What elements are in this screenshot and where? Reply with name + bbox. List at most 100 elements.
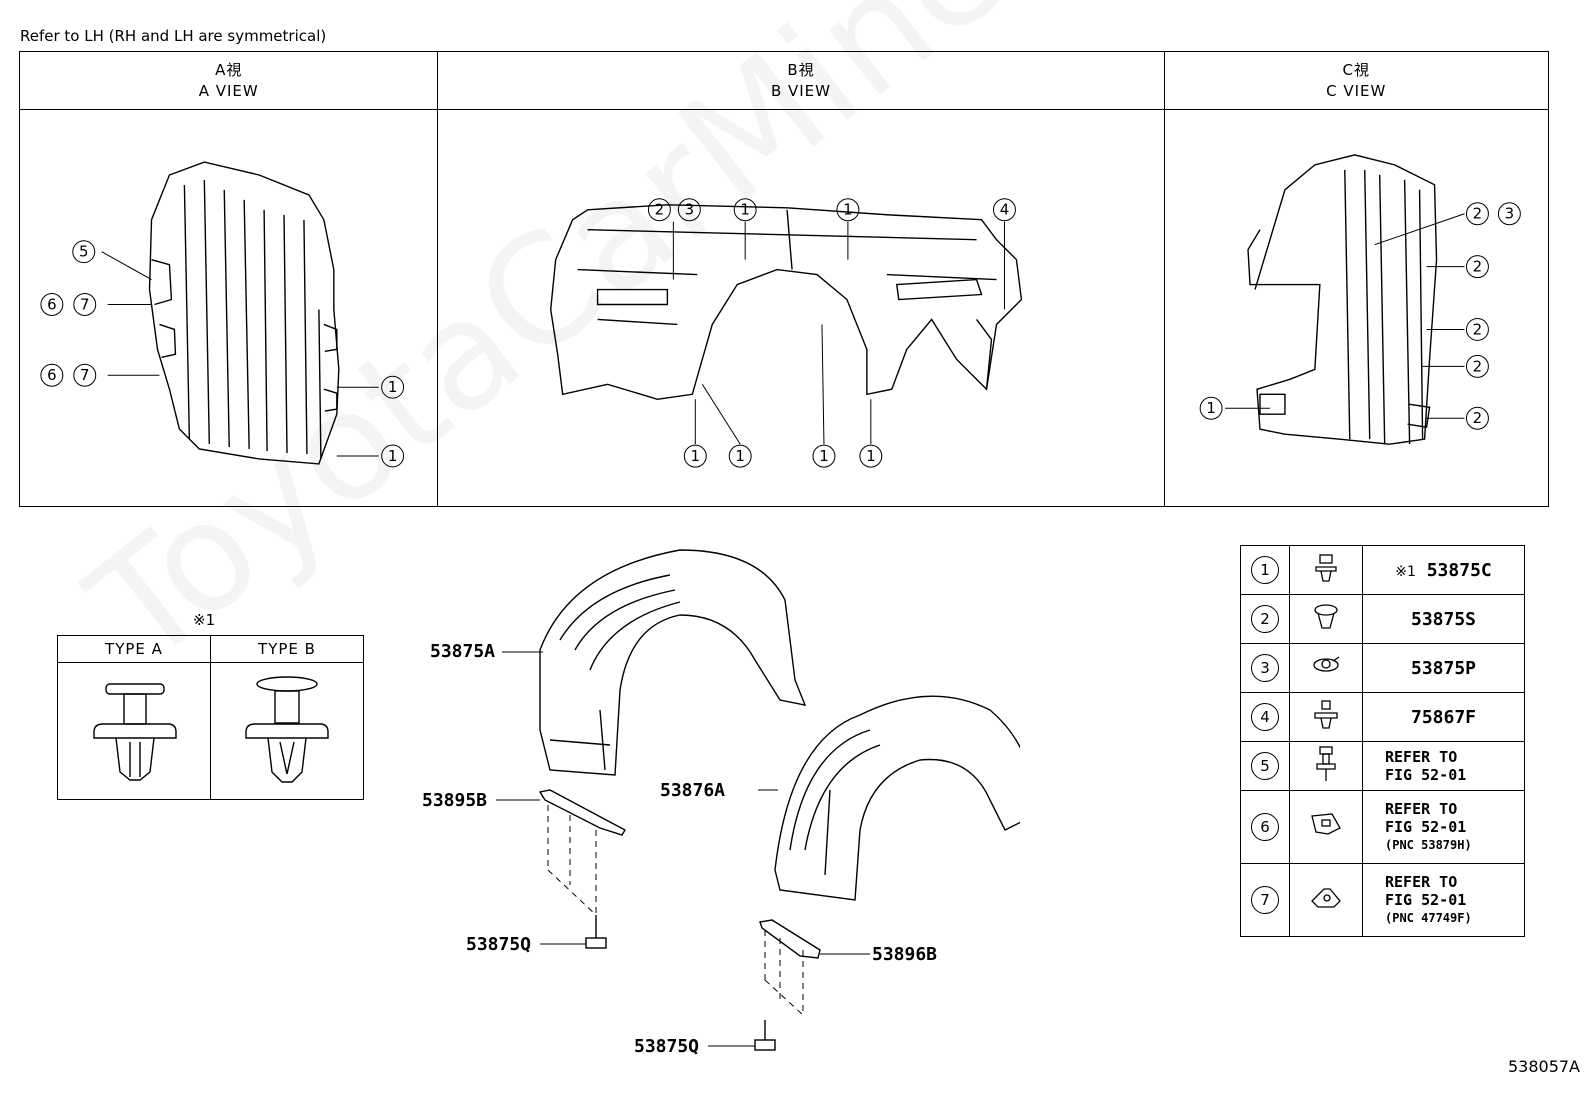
parts-exploded-drawing	[496, 549, 1020, 1051]
fastener-legend: 1 ※1 53875C 2 53875S 3 53875P 4 75867F 5…	[1240, 545, 1525, 937]
b-view-title-en: B VIEW	[770, 82, 831, 100]
callout-4: 4	[1000, 201, 1010, 219]
symmetry-note: Refer to LH (RH and LH are symmetrical)	[20, 27, 327, 45]
legend-refer: REFER TO	[1385, 748, 1458, 766]
legend-num: 5	[1251, 752, 1279, 780]
type-divider	[210, 662, 211, 799]
legend-code: 53875C	[1426, 559, 1492, 581]
screw-grommet-icon	[1314, 604, 1338, 629]
views-panel: A視 A VIEW	[19, 51, 1549, 507]
a-view: A視 A VIEW	[20, 52, 439, 506]
shield-53895B-drawing	[538, 789, 626, 836]
label-53875Q-a: 53875Q	[466, 934, 532, 955]
legend-num: 3	[1251, 654, 1279, 682]
legend-num: 2	[1251, 605, 1279, 633]
legend-num: 1	[1251, 556, 1279, 584]
c-view-svg: 2 3 2 2 2 2 1	[1199, 154, 1521, 445]
label-53896B: 53896B	[872, 944, 938, 965]
c-view-title-en: C VIEW	[1326, 82, 1387, 100]
bolt-washer-icon	[1313, 656, 1340, 672]
label-53875A: 53875A	[430, 641, 496, 662]
label-53895B: 53895B	[422, 790, 488, 811]
a-view-drawing: 5 6 7 6 7 1 1	[20, 110, 437, 506]
callout-2: 2	[1472, 205, 1482, 223]
clip-type-header: TYPE A TYPE B	[58, 636, 363, 663]
clip-icon	[1315, 554, 1337, 582]
a-view-title-jp: A視	[215, 61, 243, 79]
legend-num: 4	[1251, 703, 1279, 731]
callout-2: 2	[655, 201, 665, 219]
legend-fig: FIG 52-01	[1385, 891, 1467, 909]
type-b-clip-icon	[245, 676, 329, 783]
callout-1: 1	[820, 447, 830, 465]
callout-7: 7	[80, 366, 90, 384]
callout-2: 2	[1472, 357, 1482, 375]
bolt-53875Q-icon	[754, 1020, 776, 1051]
a-view-svg: 5 6 7 6 7 1 1	[40, 161, 405, 468]
callout-7: 7	[80, 295, 90, 313]
callout-6: 6	[47, 295, 57, 313]
legend-refer: REFER TO	[1385, 800, 1458, 818]
c-view-drawing: 2 3 2 2 2 2 1	[1165, 110, 1549, 506]
clip-nut-icon	[1311, 888, 1341, 908]
bolt-53875Q-icon	[585, 915, 607, 949]
legend-code: 75867F	[1410, 706, 1477, 728]
callout-1: 1	[844, 201, 854, 219]
callout-3: 3	[685, 201, 695, 219]
legend-row: 1 ※1 53875C	[1240, 545, 1525, 595]
type-a-clip-icon	[93, 683, 177, 781]
callout-1: 1	[388, 378, 398, 396]
legend-num: 7	[1251, 886, 1279, 914]
rivet-icon	[1316, 746, 1336, 781]
legend-fig: FIG 52-01	[1385, 766, 1467, 784]
callout-2: 2	[1472, 409, 1482, 427]
liner-53876A-drawing	[774, 695, 1020, 901]
callout-1: 1	[741, 201, 751, 219]
type-a-label: TYPE A	[58, 636, 211, 662]
callout-5: 5	[79, 243, 89, 261]
clip-type-drawings	[93, 676, 329, 783]
b-view-header: B視 B VIEW	[438, 52, 1164, 110]
b-view: B視 B VIEW	[438, 52, 1165, 506]
callout-1: 1	[1206, 399, 1216, 417]
label-53876A: 53876A	[660, 780, 726, 801]
legend-row: 4 75867F	[1240, 692, 1525, 742]
callout-2: 2	[1472, 320, 1482, 338]
callout-1: 1	[867, 447, 877, 465]
legend-code: 53875S	[1410, 608, 1477, 630]
shield-53896B-drawing	[759, 919, 821, 959]
label-53875Q-b: 53875Q	[634, 1036, 700, 1057]
callout-1: 1	[691, 447, 701, 465]
callout-2: 2	[1472, 258, 1482, 276]
callout-1: 1	[736, 447, 746, 465]
callout-6: 6	[47, 366, 57, 384]
push-clip-icon	[1314, 700, 1338, 729]
c-view-title-jp: C視	[1342, 61, 1370, 79]
a-view-title-en: A VIEW	[198, 82, 259, 100]
c-view: C視 C VIEW	[1164, 52, 1549, 506]
liner-53875A-drawing	[539, 549, 807, 776]
c-view-header: C視 C VIEW	[1164, 52, 1548, 110]
a-view-header: A視 A VIEW	[20, 52, 438, 110]
legend-fig: FIG 52-01	[1385, 818, 1467, 836]
type-b-label: TYPE B	[258, 640, 316, 658]
legend-pnc: (PNC 53879H)	[1385, 838, 1472, 852]
callout-1: 1	[388, 447, 398, 465]
figure-code: 538057A	[1507, 1057, 1580, 1076]
clip-type-table: TYPE A TYPE B	[57, 635, 364, 800]
b-view-drawing: 2 3 1 1 4 1 1 1 1	[438, 110, 1163, 506]
type-mark: ※1	[193, 611, 216, 629]
legend-code: 53875P	[1410, 657, 1477, 679]
legend-row: 2 53875S	[1240, 594, 1525, 644]
legend-prefix: ※1	[1395, 563, 1416, 580]
legend-pnc: (PNC 47749F)	[1385, 911, 1472, 925]
legend-refer: REFER TO	[1385, 873, 1458, 891]
callout-3: 3	[1504, 205, 1514, 223]
b-view-svg: 2 3 1 1 4 1 1 1 1	[550, 198, 1023, 468]
legend-row: 3 53875P	[1240, 643, 1525, 693]
nut-clip-icon	[1311, 813, 1341, 835]
legend-num: 6	[1251, 813, 1279, 841]
